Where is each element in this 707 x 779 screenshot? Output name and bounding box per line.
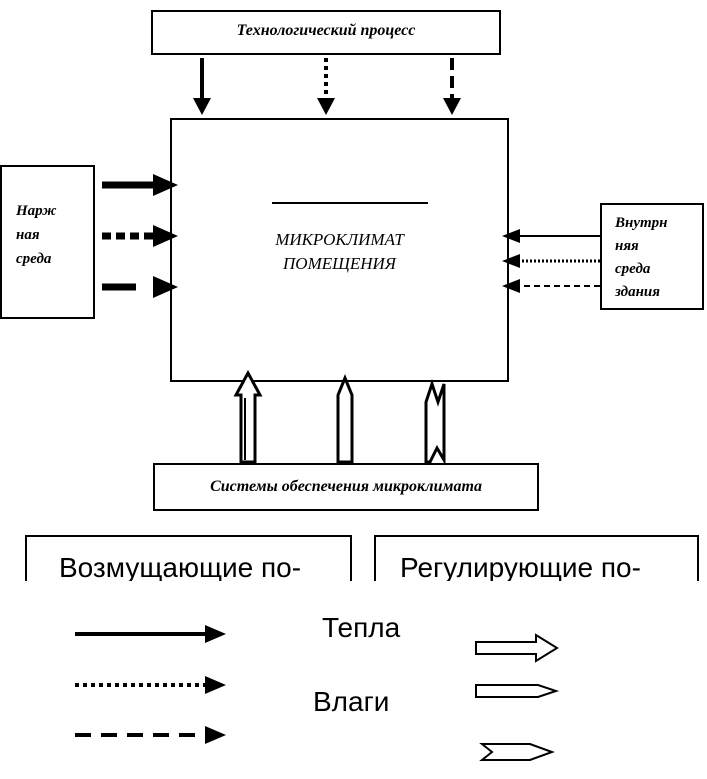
moisture-label: Влаги [313, 686, 390, 717]
top-dashed-arrow [443, 58, 461, 115]
top-solid-arrow [193, 58, 211, 115]
legend-dotted-arrow [75, 676, 226, 694]
regulating-flows-label: Регулирующие по- [400, 552, 641, 581]
right-dashed-arrow [502, 279, 600, 293]
disturbing-flows-label: Возмущающие по- [59, 552, 302, 581]
tech-process-label: Технологический процесс [236, 22, 416, 39]
right-solid-arrow [502, 229, 600, 243]
legend-combined-regulating-arrow [479, 743, 555, 761]
external-environment-line1: Нарж [16, 203, 57, 219]
microclimate-box: МИКРОКЛИМАТ ПОМЕЩЕНИЯ [170, 118, 509, 382]
left-solid-arrow [102, 174, 178, 196]
microclimate-systems-box: Системы обеспечения микроклимата [153, 463, 539, 511]
legend-solid-arrow [75, 625, 226, 643]
internal-environment-box: Внутрн няя среда здания [600, 203, 704, 310]
legend-moisture-regulating-arrow [475, 684, 560, 698]
bottom-heat-regulating-arrow [233, 369, 263, 464]
microclimate-systems-label: Системы обеспечения микроклимата [210, 478, 482, 495]
left-dashed-arrow [102, 276, 178, 298]
legend-dashed-arrow [75, 726, 226, 744]
internal-environment-line4: здания [615, 284, 660, 300]
microclimate-title-line2: ПОМЕЩЕНИЯ [283, 254, 396, 273]
bottom-combined-regulating-arrow [424, 379, 446, 466]
tech-process-box: Технологический процесс [151, 10, 501, 55]
bottom-moisture-regulating-arrow [336, 374, 354, 464]
microclimate-title-line1: МИКРОКЛИМАТ [275, 230, 404, 249]
regulating-flows-box: Регулирующие по- [374, 535, 699, 581]
heat-label: Тепла [322, 612, 401, 643]
external-environment-line2: ная [16, 227, 40, 243]
external-environment-box: Нарж ная среда [0, 165, 95, 319]
microclimate-line [272, 202, 428, 204]
internal-environment-line3: среда [615, 261, 651, 277]
external-environment-line3: среда [16, 251, 52, 267]
legend-heat-regulating-arrow [475, 633, 559, 663]
internal-environment-line1: Внутрн [615, 215, 668, 231]
right-dotted-arrow [502, 254, 600, 268]
top-dotted-arrow [317, 58, 335, 115]
left-dotted-arrow [102, 225, 178, 247]
internal-environment-line2: няя [615, 238, 639, 254]
disturbing-flows-box: Возмущающие по- [25, 535, 352, 581]
